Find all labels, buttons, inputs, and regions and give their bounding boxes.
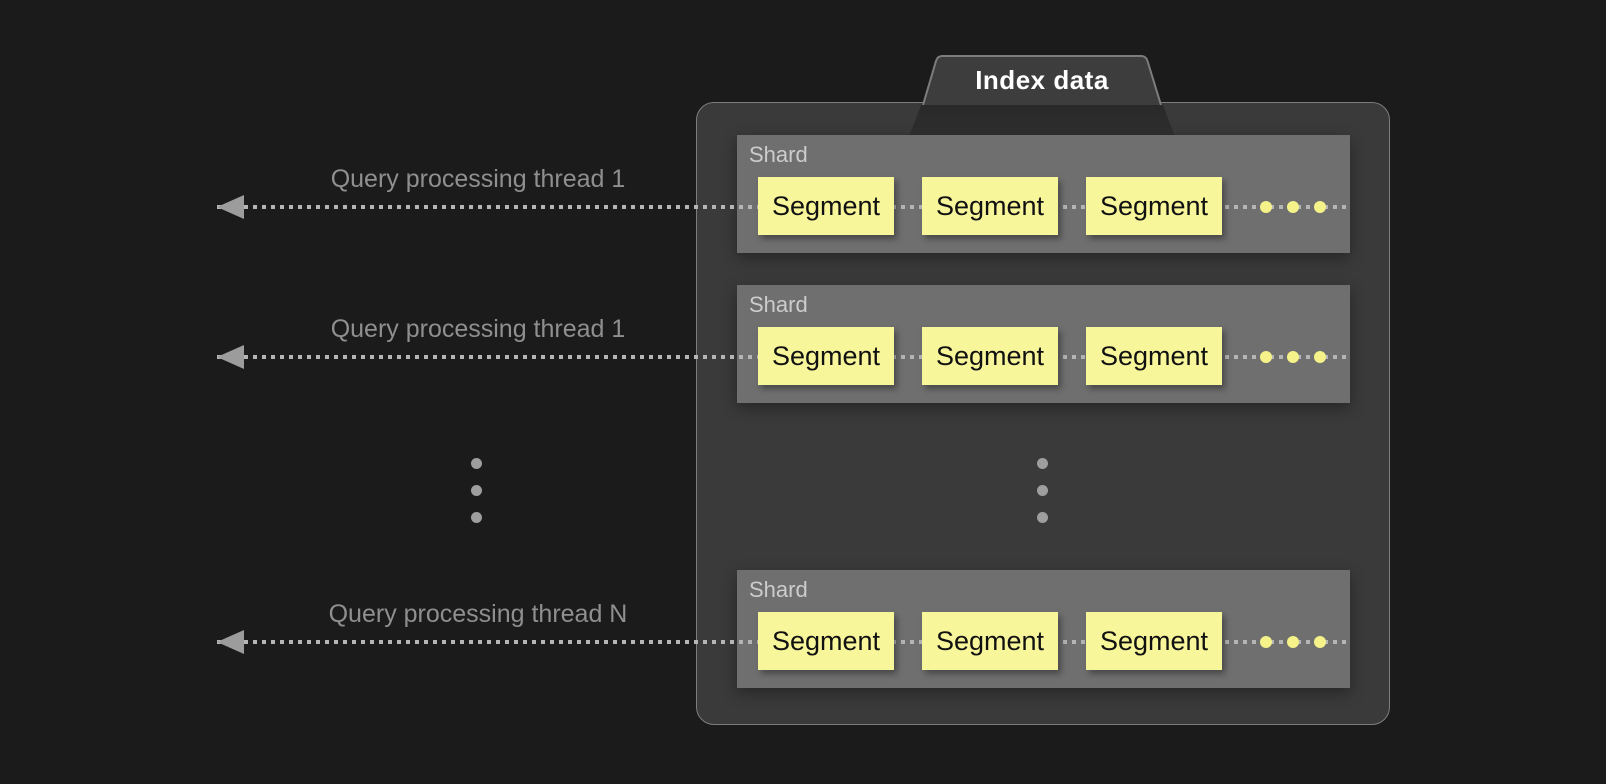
segment-box: Segment	[758, 612, 894, 670]
gray-dot	[471, 458, 482, 469]
yellow-dot	[1314, 636, 1326, 648]
shard-box-1: Shard Segment Segment Segment	[737, 135, 1350, 253]
shard-label: Shard	[749, 142, 808, 167]
yellow-dot	[1260, 351, 1272, 363]
segment-box: Segment	[1086, 327, 1222, 385]
yellow-dot	[1287, 636, 1299, 648]
yellow-dot	[1314, 201, 1326, 213]
shard-box-3: Shard Segment Segment Segment	[737, 570, 1350, 688]
segment-box: Segment	[1086, 177, 1222, 235]
vertical-ellipsis-icon	[1037, 458, 1048, 523]
gray-dot	[471, 512, 482, 523]
shard-label: Shard	[749, 577, 808, 602]
yellow-dot	[1287, 201, 1299, 213]
segment-box: Segment	[922, 612, 1058, 670]
thread-label-3: Query processing thread N	[328, 600, 628, 628]
index-data-title: Index data	[975, 65, 1109, 95]
segment-ellipsis-icon	[1260, 636, 1326, 648]
arrow-left-icon	[217, 345, 244, 369]
vertical-ellipsis-icon	[471, 458, 482, 523]
segment-box: Segment	[758, 177, 894, 235]
gray-dot	[1037, 485, 1048, 496]
gray-dot	[1037, 458, 1048, 469]
shard-box-2: Shard Segment Segment Segment	[737, 285, 1350, 403]
yellow-dot	[1260, 201, 1272, 213]
segment-ellipsis-icon	[1260, 351, 1326, 363]
arrow-left-icon	[217, 630, 244, 654]
thread-label-1: Query processing thread 1	[330, 165, 626, 193]
segment-box: Segment	[1086, 612, 1222, 670]
index-data-tab-shape	[922, 55, 1162, 105]
thread-label-2: Query processing thread 1	[330, 315, 626, 343]
gray-dot	[1037, 512, 1048, 523]
segment-box: Segment	[758, 327, 894, 385]
shard-label: Shard	[749, 292, 808, 317]
gray-dot	[471, 485, 482, 496]
segment-ellipsis-icon	[1260, 201, 1326, 213]
yellow-dot	[1260, 636, 1272, 648]
yellow-dot	[1287, 351, 1299, 363]
arrow-left-icon	[217, 195, 244, 219]
yellow-dot	[1314, 351, 1326, 363]
segment-box: Segment	[922, 327, 1058, 385]
segment-box: Segment	[922, 177, 1058, 235]
